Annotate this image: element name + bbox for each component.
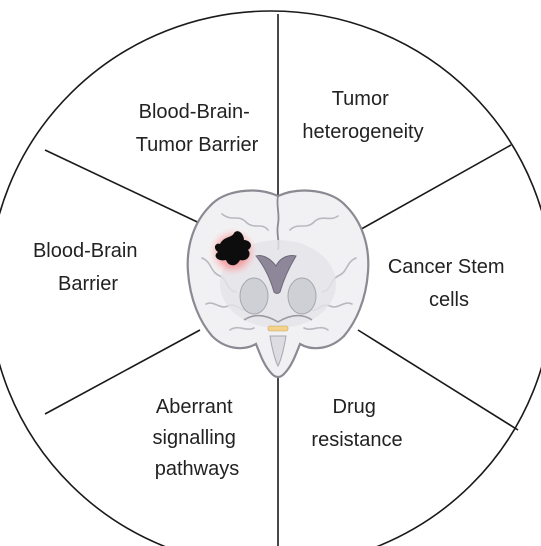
basal-ganglia-right	[288, 278, 316, 314]
basal-ganglia-left	[240, 278, 268, 314]
optic-chiasm	[268, 326, 288, 331]
label-aberrant-signalling-pathways: Aberrant signalling pathways	[153, 396, 242, 480]
tumor-icon	[206, 225, 260, 279]
